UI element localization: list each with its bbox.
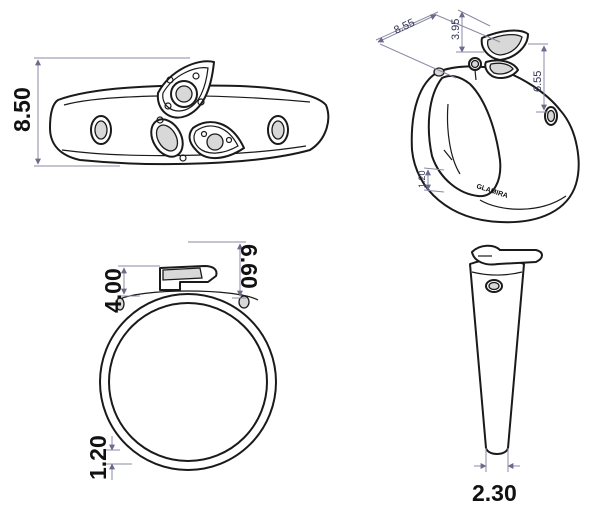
dim-top-height: 8.50 [9, 57, 190, 167]
front-side-stone-right [238, 295, 250, 309]
front-view [99, 265, 277, 471]
side-stone-right [267, 115, 289, 145]
butterfly-head [150, 60, 245, 162]
front-side-stone-left [115, 297, 125, 311]
dim-label-8-55: 8.55 [392, 17, 416, 37]
dim-label-3-95: 3.95 [450, 19, 462, 40]
top-view [49, 60, 330, 166]
dim-iso-band: 1.20 [417, 167, 445, 193]
side-view [469, 244, 543, 455]
dim-label-6-55: 6.55 [532, 71, 544, 92]
dim-label-1-20-iso: 1.20 [417, 170, 427, 188]
isometric-view: GLAMIRA [410, 29, 580, 224]
front-band-inner [108, 302, 268, 462]
iso-side-stone-top [433, 67, 445, 77]
dim-iso-top: 3.95 [450, 9, 491, 53]
dim-label-8-50: 8.50 [9, 87, 35, 132]
dim-front-band: 1.20 [85, 435, 132, 480]
dim-label-2-30: 2.30 [472, 480, 517, 506]
side-stone-left [90, 115, 112, 145]
dim-side-width: 2.30 [472, 448, 520, 506]
side-butterfly-head [471, 244, 543, 266]
dim-label-1-20-front: 1.20 [85, 435, 111, 480]
dim-front-total: 6.60 [188, 241, 262, 299]
dim-label-4-00: 4.00 [100, 268, 126, 313]
dim-front-head: 4.00 [100, 265, 160, 313]
dim-label-6-60: 6.60 [236, 244, 262, 289]
dim-iso-height: 6.55 [528, 43, 548, 113]
front-butterfly-head [159, 265, 218, 291]
iso-butterfly-head [468, 29, 529, 81]
